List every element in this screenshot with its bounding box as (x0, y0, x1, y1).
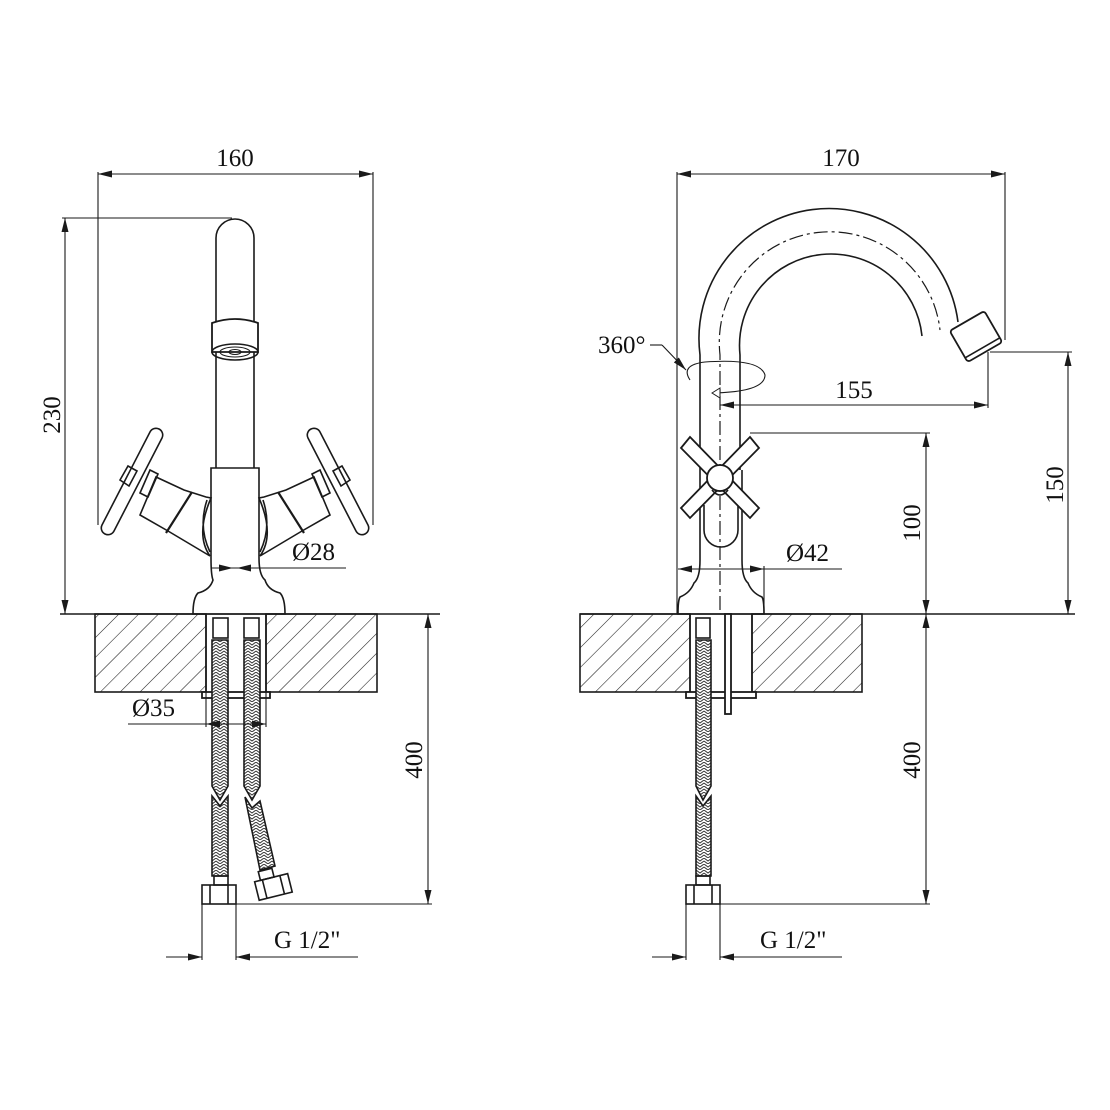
dim-label-400-side: 400 (899, 741, 926, 779)
front-hose-connector-left (201, 875, 237, 905)
side-view: 360° 170 (579, 145, 1075, 961)
dimension-hose-length-side: 400 (720, 614, 930, 905)
dim-label-100: 100 (899, 504, 926, 542)
dim-label-thread-front: G 1/2" (274, 927, 340, 954)
dimension-outlet-height: 150 (990, 351, 1072, 614)
front-hose-right (243, 639, 261, 802)
dim-label-155: 155 (835, 377, 873, 404)
aerator-icon (211, 318, 259, 353)
countertop-left-section (94, 613, 207, 693)
dim-label-360: 360° (598, 332, 646, 359)
left-valve-body (138, 475, 213, 557)
dim-label-400-front: 400 (401, 741, 428, 779)
dimension-body-diameter: Ø28 (211, 539, 346, 572)
dim-label-thread-side: G 1/2" (760, 927, 826, 954)
front-spout-tube (215, 218, 255, 468)
dimension-spout-reach-axis: 155 (720, 352, 989, 409)
dim-label-230: 230 (39, 396, 66, 434)
front-body (192, 467, 286, 615)
right-cross-handle[interactable] (306, 427, 370, 536)
dimension-handle-height: 100 (750, 432, 930, 614)
side-body (677, 470, 765, 615)
dimension-thread-side: G 1/2" (652, 904, 842, 961)
dim-label-o35: Ø35 (132, 695, 175, 722)
right-valve-body (257, 475, 332, 557)
side-hose-connector (685, 875, 721, 905)
countertop-left-section-side (579, 613, 691, 693)
side-cross-handle[interactable] (679, 435, 761, 520)
dim-label-170: 170 (822, 145, 860, 172)
dim-label-150: 150 (1042, 466, 1069, 504)
dimension-base-diameter: Ø42 (678, 540, 842, 614)
dimension-hose-length-front: 400 (236, 614, 432, 905)
side-spout-arc (698, 207, 959, 470)
front-hose-connector-right (253, 867, 294, 902)
dimension-spout-reach-total: 170 (676, 145, 1006, 614)
left-cross-handle[interactable] (100, 427, 164, 536)
spout-aerator (949, 311, 1003, 362)
dim-label-160: 160 (216, 145, 254, 172)
dimension-overall-width: 160 (97, 145, 374, 525)
dim-label-o28: Ø28 (292, 539, 335, 566)
mounting-rod (724, 613, 732, 715)
dim-label-o42: Ø42 (786, 540, 829, 567)
dimension-overall-height: 230 (39, 217, 232, 614)
countertop-right-section (265, 613, 378, 693)
rotation-360-icon: 360° (598, 332, 766, 399)
countertop-right-section-side (751, 613, 863, 693)
front-view: 160 230 Ø28 Ø35 400 (39, 145, 440, 961)
front-hose-left (211, 639, 229, 802)
side-hose (695, 639, 712, 802)
dimension-thread-front: G 1/2" (166, 904, 358, 961)
dimension-mount-hole-diameter: Ø35 (128, 692, 267, 728)
